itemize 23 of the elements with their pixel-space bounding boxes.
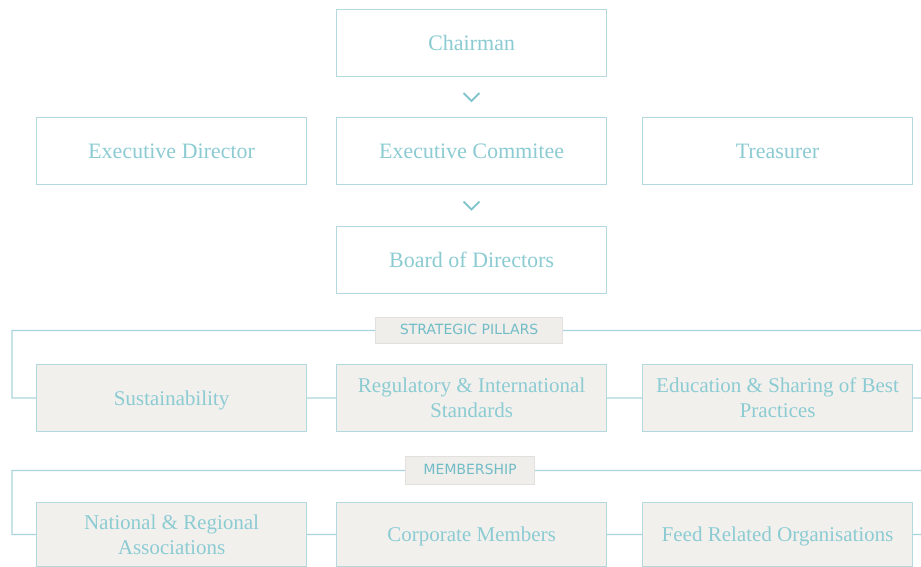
pillar-box: National & Regional Associations: [36, 502, 307, 567]
role-box: Board of Directors: [336, 226, 607, 294]
connector-line: [307, 397, 336, 399]
connector-line: [607, 397, 642, 399]
pillar-box: Education & Sharing of Best Practices: [642, 364, 913, 432]
pillar-box: Feed Related Organisations: [642, 502, 913, 567]
connector-line: [607, 534, 642, 536]
chevron-arrow: [462, 92, 480, 102]
connector-line: [11, 330, 375, 399]
pillar-box: Corporate Members: [336, 502, 607, 567]
role-box: Treasurer: [642, 117, 913, 185]
role-box: Chairman: [336, 9, 607, 77]
section-label: MEMBERSHIP: [405, 456, 535, 485]
connector-line: [563, 330, 921, 332]
connector-line: [307, 534, 336, 536]
connector-line: [11, 470, 405, 536]
pillar-box: Regulatory & International Standards: [336, 364, 607, 432]
connector-line: [535, 470, 921, 472]
role-box: Executive Commitee: [336, 117, 607, 185]
chevron-arrow: [462, 200, 480, 211]
role-box: Executive Director: [36, 117, 307, 185]
section-label: STRATEGIC PILLARS: [375, 317, 563, 344]
pillar-box: Sustainability: [36, 364, 307, 432]
